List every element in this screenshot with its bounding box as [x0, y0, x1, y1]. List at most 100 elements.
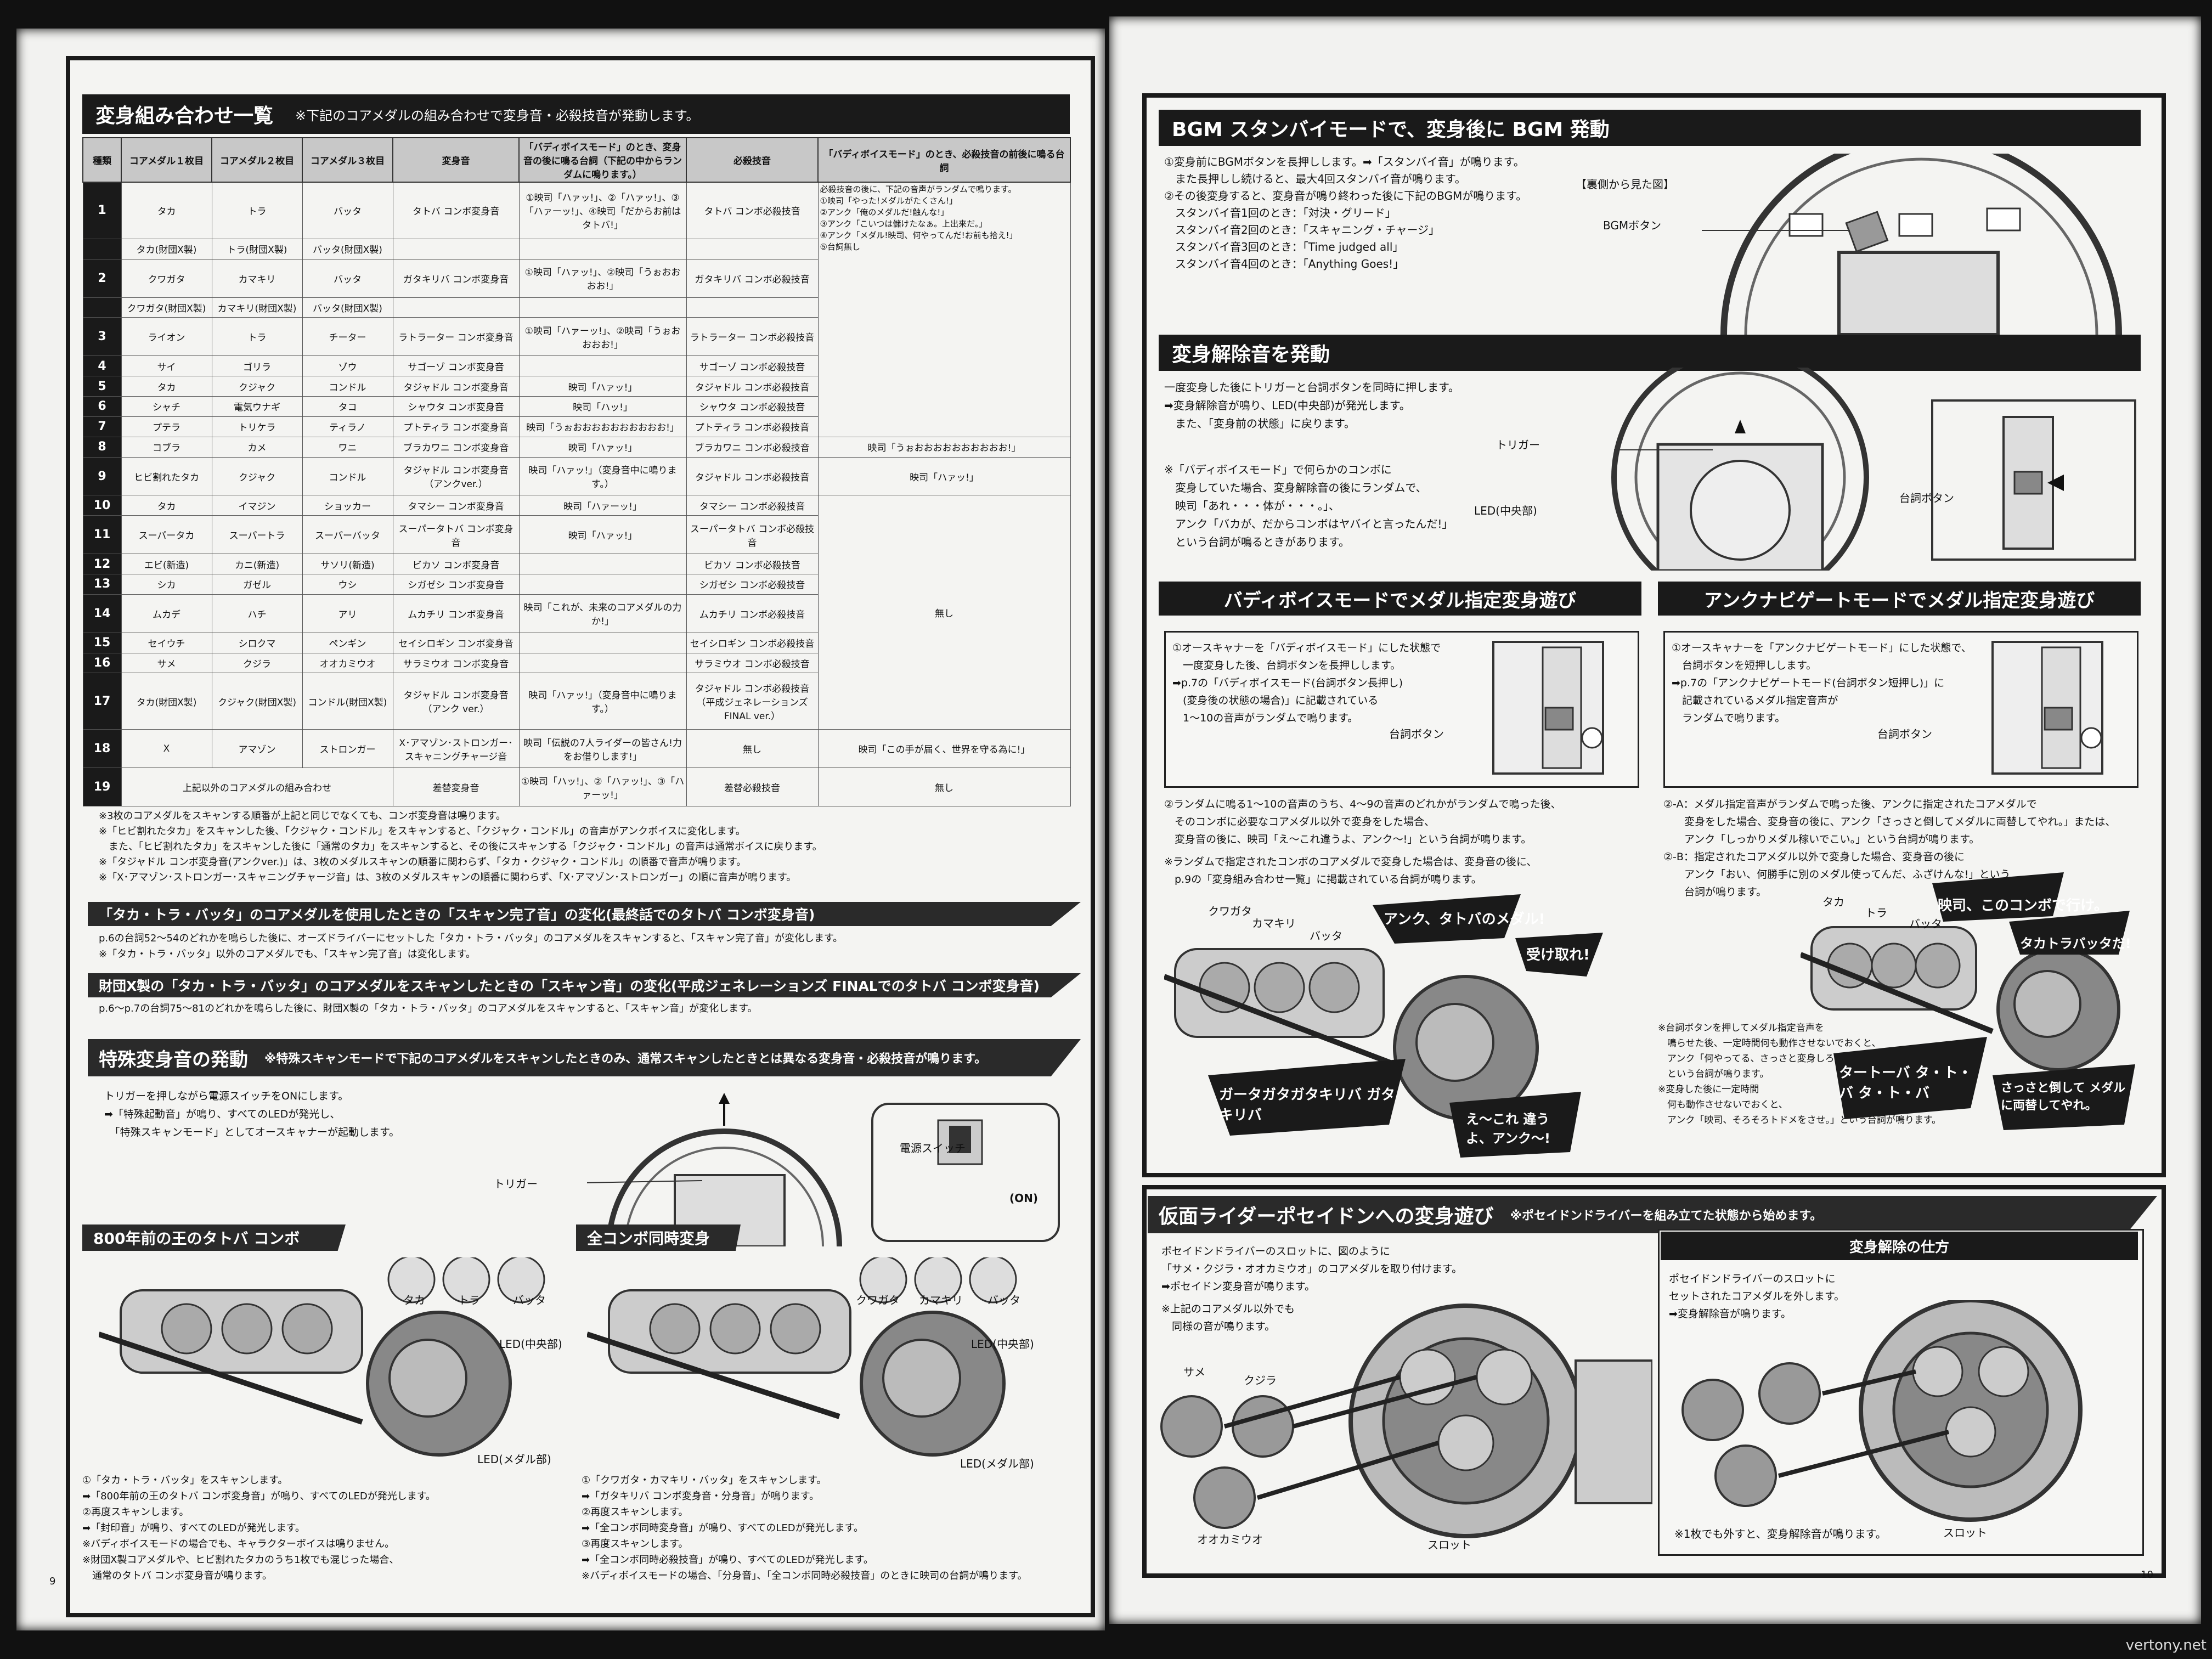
combo-cell: イマジン: [211, 495, 303, 516]
poseidon-install-illustration: [1160, 1304, 1652, 1538]
combo-cell: タジャドル コンボ必殺技音: [686, 456, 819, 496]
combo-cell: タコ: [302, 396, 393, 417]
ankh-bubble-4: さっさと倒して メダルに両替してやれ。: [2001, 1081, 2125, 1113]
combo-cell: 3: [82, 317, 122, 357]
combo-cell: [518, 554, 687, 575]
ankh-step2: ②-A：メダル指定音声がランダムで鳴った後、アンクに指定されたコアメダルで 変身…: [1663, 798, 2116, 898]
combo-cell: トリケラ: [211, 416, 303, 437]
ankh-note: ※台詞ボタンを押してメダル指定音声を 鳴らせた後、一定時間何も動作させないでおく…: [1658, 1023, 1942, 1126]
combo-cell: ガタキリバ コンボ必殺技音: [686, 258, 819, 298]
poseidon-subtitle: ※ポセイドンドライバーを組み立てた状態から始めます。: [1510, 1209, 1822, 1223]
scan-x-text: p.6～p.7の台詞75～81のどれかを鳴らした後に、財団X製の「タカ・トラ・バ…: [99, 1003, 758, 1014]
combo-cell: トラ(財団X製): [211, 238, 303, 259]
buddy-bubble-2: 受け取れ!: [1526, 947, 1590, 963]
combo-cell: チーター: [302, 317, 393, 357]
release-scanner-illustration: [1611, 368, 2136, 571]
poseidon-release-illustration: [1681, 1300, 2083, 1522]
combo-cell: クジャク(財団X製): [211, 673, 303, 730]
poseidon-note: ※上記のコアメダル以外でも 同様の音が鳴ります。: [1161, 1303, 1295, 1333]
combo-cell: ティラノ: [302, 416, 393, 437]
left-page-number: 9: [49, 1576, 56, 1587]
combo-cell: 電気ウナギ: [211, 396, 303, 417]
allcombo-title: 全コンボ同時変身: [587, 1229, 710, 1248]
combo-cell: ハチ: [211, 594, 303, 633]
allcombo-led-center: LED(中央部): [971, 1338, 1034, 1351]
combo-cell: シカ: [121, 574, 212, 595]
combo-cell: [82, 297, 122, 318]
combo-cell: 1: [82, 182, 122, 239]
right-page-number: 10: [2141, 1569, 2153, 1581]
buddy-bubble-1: アンク、タトバのメダル!: [1384, 911, 1545, 928]
power-switch-label: 電源スイッチ: [900, 1142, 966, 1155]
scan-x-title: 財団X製の「タカ・トラ・バッタ」のコアメダルをスキャンしたときの「スキャン音」の…: [99, 978, 1040, 994]
release-trigger-label: トリガー: [1496, 438, 1540, 452]
combo-cell: カメ: [211, 436, 303, 458]
combo-cell: 14: [82, 594, 122, 633]
combo-cell: X･アマゾン･ストロンガー･スキャニングチャージ音: [392, 729, 520, 769]
buddy-medal-1: クワガタ: [1208, 905, 1252, 918]
ankh-step1: ①オースキャナーを「アンクナビゲートモード」にした状態で、 台詞ボタンを短押しし…: [1672, 642, 1972, 724]
allcombo-banner: 全コンボ同時変身: [576, 1224, 741, 1251]
combo-cell: ガゼル: [211, 574, 303, 595]
combo-cell-buddy-finisher: 映司「うぉおおおおおおおおおお!」: [817, 436, 1071, 458]
combo-cell: [686, 238, 819, 259]
tatoba800-illustration: [99, 1257, 545, 1457]
combo-cell: サゴーゾ コンボ必殺技音: [686, 356, 819, 377]
release-serif-button-label: 台詞ボタン: [1899, 492, 1954, 505]
combo-cell: [82, 238, 122, 259]
buddy-serif-button-label: 台詞ボタン: [1389, 727, 1444, 741]
combo-cell: 15: [82, 632, 122, 653]
combo-cell: ビカソ コンボ必殺技音: [686, 554, 819, 575]
combo-cell: 映司「うぉおおおおおおおおおお!」: [518, 416, 687, 437]
bgm-button-label: BGMボタン: [1603, 219, 1662, 232]
ankh-header: アンクナビゲートモードでメダル指定変身遊び: [1658, 582, 2141, 616]
combo-cell: シャチ: [121, 396, 212, 417]
ankh-medal-1: タカ: [1822, 895, 1844, 909]
combo-cell: ①映司「ハァッ!」、②映司「うぉおおおお!」: [518, 258, 687, 298]
combo-cell: プトティラ コンボ必殺技音: [686, 416, 819, 437]
combo-cell: ライオン: [121, 317, 212, 357]
buddy-bubble-4: え〜これ 違うよ、アンク〜!: [1466, 1111, 1550, 1146]
combo-cell: 映司「ハァッ!」: [518, 515, 687, 555]
combo-cell: 映司「伝説の7人ライダーの皆さん!力をお借りします!」: [518, 729, 687, 769]
special-banner: 特殊変身音の発動 ※特殊スキャンモードで下記のコアメダルをスキャンしたときのみ、…: [88, 1039, 1081, 1076]
combo-cell: [518, 632, 687, 653]
right-page: BGM スタンバイモードで、変身後に BGM 発動 ①変身前にBGMボタンを長押…: [1109, 16, 2201, 1624]
scan-complete-banner: 「タカ・トラ・バッタ」のコアメダルを使用したときの「スキャン完了音」の変化(最終…: [88, 902, 1081, 926]
combo-cell: コンドル: [302, 456, 393, 496]
combo-cell: シガゼシ コンボ必殺技音: [686, 574, 819, 595]
combo-cell: ペンギン: [302, 632, 393, 653]
combo-cell: タマシー コンボ変身音: [392, 495, 520, 516]
ankh-medal-3: バッタ: [1909, 917, 1942, 930]
poseidon-medal-2: クジラ: [1244, 1374, 1277, 1387]
poseidon-medal-3: オオカミウオ: [1197, 1533, 1263, 1546]
ankh-scene-illustration: [1801, 872, 2135, 1130]
combo-cell: ワニ: [302, 436, 393, 458]
allcombo-led-medal: LED(メダル部): [960, 1457, 1034, 1470]
bgm-title: BGM スタンバイモードで、変身後に BGM 発動: [1172, 119, 1610, 141]
release-led-label: LED(中央部): [1474, 504, 1537, 517]
poseidon-release-note: ※1枚でも外すと、変身解除音が鳴ります。: [1674, 1527, 1887, 1541]
combo-cell: ウシ: [302, 574, 393, 595]
combo-cell: 映司「ハァーッ!」: [518, 495, 687, 516]
combo-cell: [518, 652, 687, 674]
combo-cell: 2: [82, 258, 122, 298]
combo-cell: ショッカー: [302, 495, 393, 516]
combo-cell: 差替必殺技音: [686, 768, 819, 806]
combo-col-header: 種類: [82, 137, 122, 183]
combo-cell: タカ(財団X製): [121, 673, 212, 730]
combo-cell: タジャドル コンボ必殺技音: [686, 376, 819, 397]
combo-cell: スーパータカ: [121, 515, 212, 555]
left-page: 変身組み合わせ一覧 ※下記のコアメダルの組み合わせで変身音・必殺技音が発動します…: [16, 29, 1105, 1630]
combo-cell: サラミウオ コンボ必殺技音: [686, 652, 819, 674]
combo-col-header: 変身音: [392, 137, 520, 183]
combo-cell: 10: [82, 495, 122, 516]
allcombo-text: ①「クワガタ・カマキリ・バッタ」をスキャンします。 ➡「ガタキリバ コンボ変身音…: [582, 1475, 1028, 1582]
combo-cell: 映司「ハァッ!」（変身音中に鳴ります。）: [518, 456, 687, 496]
